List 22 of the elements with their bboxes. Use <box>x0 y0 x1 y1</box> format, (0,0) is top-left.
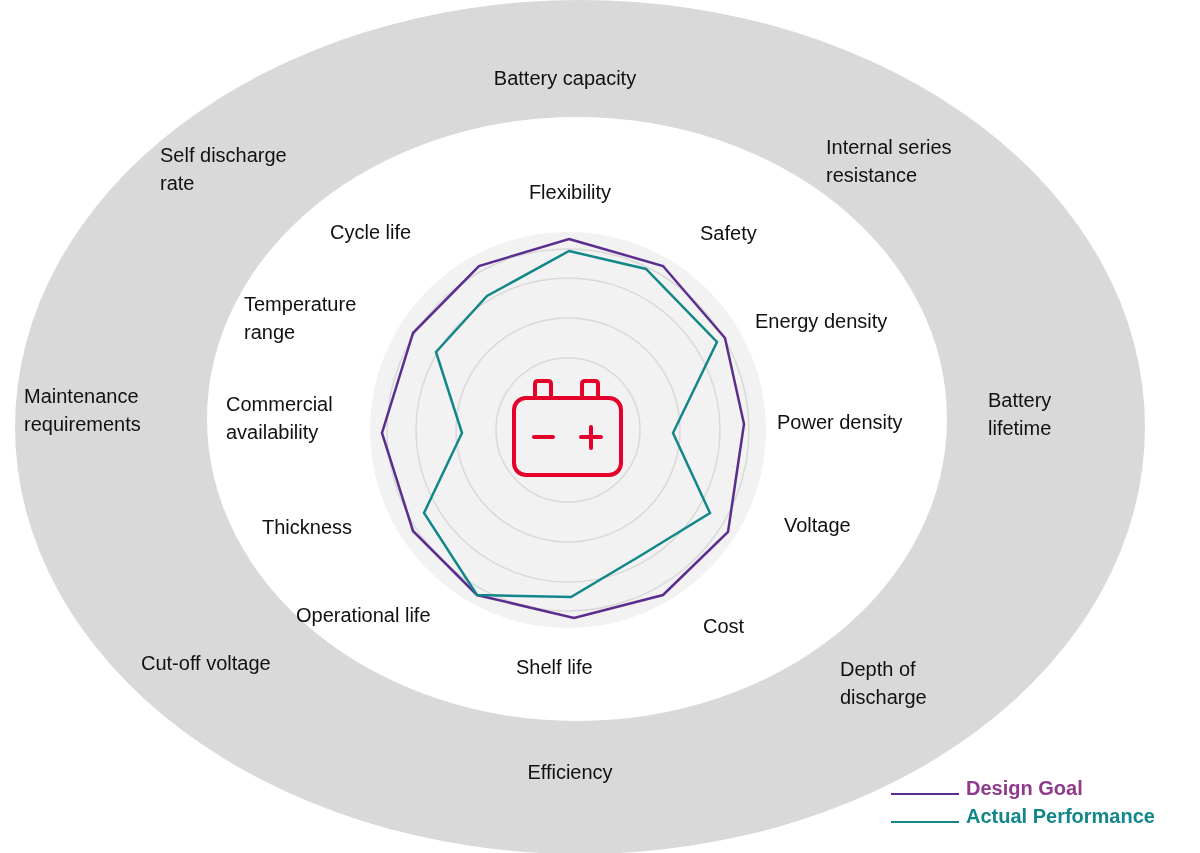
parameter-label: Temperature range <box>244 292 358 345</box>
parameter-label: Internal series resistance <box>826 135 953 188</box>
parameter-label: Self discharge rate <box>160 143 288 196</box>
parameter-label: Energy density <box>755 309 889 334</box>
parameter-label: Battery lifetime <box>988 388 1053 441</box>
ring-label: Battery capacity <box>492 66 638 91</box>
legend-label: Actual Performance <box>966 804 1155 828</box>
parameter-label: Safety <box>700 221 758 246</box>
parameter-label: Cost <box>703 614 746 639</box>
parameter-label: Commercial availability <box>226 392 334 445</box>
parameter-label: Thickness <box>262 515 354 540</box>
parameter-label: Maintenance requirements <box>24 384 142 437</box>
parameter-label: Depth of discharge <box>840 657 928 710</box>
parameter-label: Operational life <box>296 603 432 628</box>
parameter-label: Cycle life <box>330 220 413 245</box>
parameter-label: Cut-off voltage <box>141 651 272 676</box>
parameter-label: Efficiency <box>526 760 614 785</box>
parameter-label: Voltage <box>784 513 852 538</box>
legend-label: Design Goal <box>966 776 1083 800</box>
parameter-label: Shelf life <box>516 655 594 680</box>
parameter-label: Power density <box>777 410 904 435</box>
parameter-label: Flexibility <box>527 180 613 205</box>
